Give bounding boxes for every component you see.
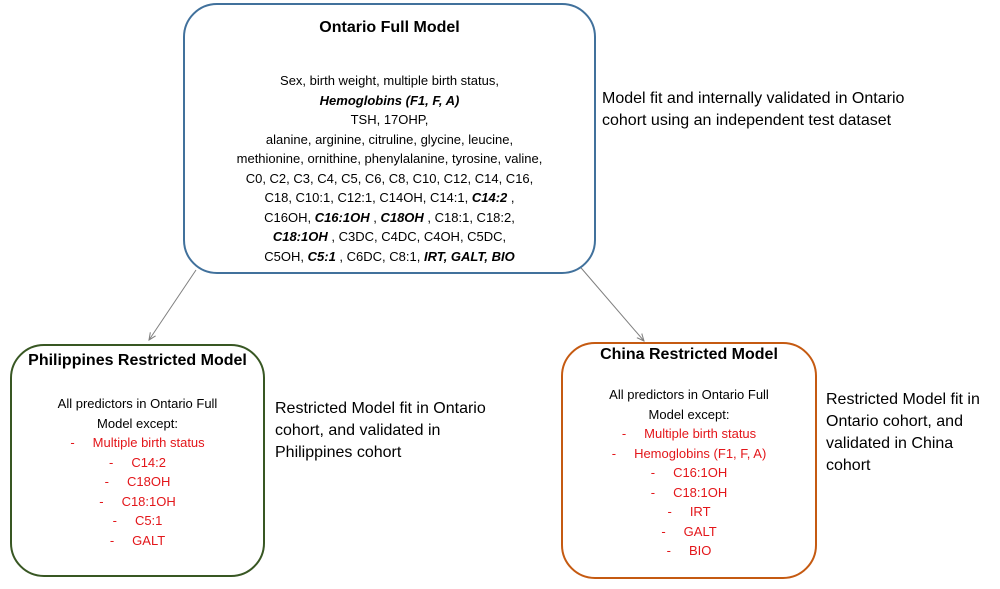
exception-item: - Multiple birth status [12, 433, 263, 453]
dash-bullet: - [667, 504, 672, 519]
philippines-exception-list: -Multiple birth status-C14:2-C18OH-C18:1… [12, 433, 263, 550]
predictor-highlight: C5:1 [307, 248, 336, 264]
exception-label: C18OH [126, 474, 171, 489]
exception-item: - C14:2 [12, 453, 263, 473]
arrow-to-china [575, 261, 644, 341]
china-restricted-model-box: China Restricted Model All predictors in… [561, 342, 817, 579]
predictor-highlight: C14:2 [471, 190, 508, 205]
predictor-text: , C18:1, C18:2, [423, 209, 515, 225]
dash-bullet: - [650, 484, 656, 500]
exception-label: GALT [132, 532, 166, 548]
china-exception-list: -Multiple birth status-Hemoglobins (F1, … [563, 424, 815, 561]
china-description: Restricted Model fit in Ontario cohort, … [826, 391, 980, 474]
exception-item: - GALT [12, 531, 263, 551]
predictor-text: alanine, arginine, citruline, glycine, l… [265, 131, 514, 147]
china-exceptions: All predictors in Ontario Full Model exc… [563, 385, 815, 561]
dash-bullet: - [112, 513, 117, 528]
predictor-text: C16OH, [264, 209, 315, 225]
predictor-line: C18:1OH , C3DC, C4DC, C4OH, C5DC, [185, 227, 594, 247]
predictor-line: C5OH, C5:1 , C6DC, C8:1, IRT, GALT, BIO [185, 247, 594, 267]
philippines-exceptions: All predictors in Ontario Full Model exc… [12, 394, 263, 550]
dash-bullet: - [611, 445, 617, 461]
predictor-text: Sex, birth weight, multiple birth status… [280, 73, 499, 88]
arrow-to-philippines [149, 269, 197, 340]
philippines-intro: All predictors in Ontario Full Model exc… [57, 396, 218, 431]
exception-item: - BIO [563, 541, 815, 561]
dash-bullet: - [104, 474, 109, 489]
dash-bullet: - [108, 454, 114, 470]
exception-item: - C16:1OH [563, 463, 815, 483]
china-intro: All predictors in Ontario Full Model exc… [609, 387, 769, 422]
ontario-title: Ontario Full Model [319, 19, 460, 36]
predictor-line: methionine, ornithine, phenylalanine, ty… [185, 149, 594, 169]
predictor-text: TSH, 17OHP, [350, 112, 429, 127]
predictor-highlight: C18OH [380, 209, 424, 225]
predictor-highlight: IRT, GALT, BIO [423, 248, 515, 264]
predictor-text: C18, C10:1, C12:1, C14OH, C14:1, [264, 190, 472, 205]
predictor-text: methionine, ornithine, phenylalanine, ty… [236, 151, 543, 166]
predictor-text: , [369, 209, 381, 225]
predictor-line: alanine, arginine, citruline, glycine, l… [185, 130, 594, 150]
ontario-full-model-box: Ontario Full Model Sex, birth weight, mu… [183, 3, 596, 274]
predictor-text: , C3DC, C4DC, C4OH, C5DC, [327, 229, 507, 244]
predictor-line: Sex, birth weight, multiple birth status… [185, 71, 594, 91]
dash-bullet: - [99, 493, 104, 509]
exception-item: - Multiple birth status [563, 424, 815, 444]
predictor-highlight: C16:1OH [314, 209, 370, 225]
predictor-line: C16OH, C16:1OH , C18OH , C18:1, C18:2, [185, 208, 594, 228]
predictor-text: C5OH, [264, 248, 308, 264]
exception-item: - C18OH [12, 472, 263, 492]
exception-label: IRT [689, 504, 711, 519]
exception-item: - C18:1OH [12, 492, 263, 512]
predictor-text: , C6DC, C8:1, [335, 248, 424, 264]
exception-label: Hemoglobins (F1, F, A) [634, 445, 767, 461]
predictor-text: C0, C2, C3, C4, C5, C6, C8, C10, C12, C1… [245, 170, 534, 186]
philippines-title: Philippines Restricted Model [28, 352, 247, 369]
exception-item: - Hemoglobins (F1, F, A) [563, 444, 815, 464]
exception-label: BIO [688, 543, 712, 558]
exception-label: C14:2 [131, 454, 167, 470]
exception-label: C5:1 [134, 513, 163, 528]
exception-label: Multiple birth status [644, 426, 757, 441]
dash-bullet: - [661, 523, 666, 539]
dash-bullet: - [666, 543, 671, 558]
predictor-line: Hemoglobins (F1, F, A) [185, 91, 594, 111]
predictor-line: C0, C2, C3, C4, C5, C6, C8, C10, C12, C1… [185, 169, 594, 189]
philippines-restricted-model-box: Philippines Restricted Model All predict… [10, 344, 265, 577]
exception-label: C18:1OH [673, 484, 728, 500]
ontario-predictor-list: Sex, birth weight, multiple birth status… [185, 71, 594, 266]
dash-bullet: - [621, 426, 627, 441]
predictor-line: TSH, 17OHP, [185, 110, 594, 130]
exception-item: - GALT [563, 522, 815, 542]
exception-item: - C5:1 [12, 511, 263, 531]
predictor-highlight: C18:1OH [272, 229, 328, 244]
dash-bullet: - [109, 532, 115, 548]
exception-item: - C18:1OH [563, 483, 815, 503]
exception-label: C18:1OH [121, 493, 176, 509]
dash-bullet: - [70, 435, 75, 450]
predictor-text: , [507, 190, 515, 205]
exception-label: Multiple birth status [92, 435, 205, 450]
dash-bullet: - [650, 465, 656, 480]
ontario-description: Model fit and internally validated in On… [602, 90, 905, 129]
predictor-highlight: Hemoglobins (F1, F, A) [319, 92, 460, 108]
philippines-description: Restricted Model fit in Ontario cohort, … [275, 400, 486, 461]
exception-label: GALT [683, 523, 717, 539]
exception-label: C16:1OH [673, 465, 728, 480]
exception-item: - IRT [563, 502, 815, 522]
predictor-line: C18, C10:1, C12:1, C14OH, C14:1, C14:2 , [185, 188, 594, 208]
china-title: China Restricted Model [600, 346, 778, 363]
